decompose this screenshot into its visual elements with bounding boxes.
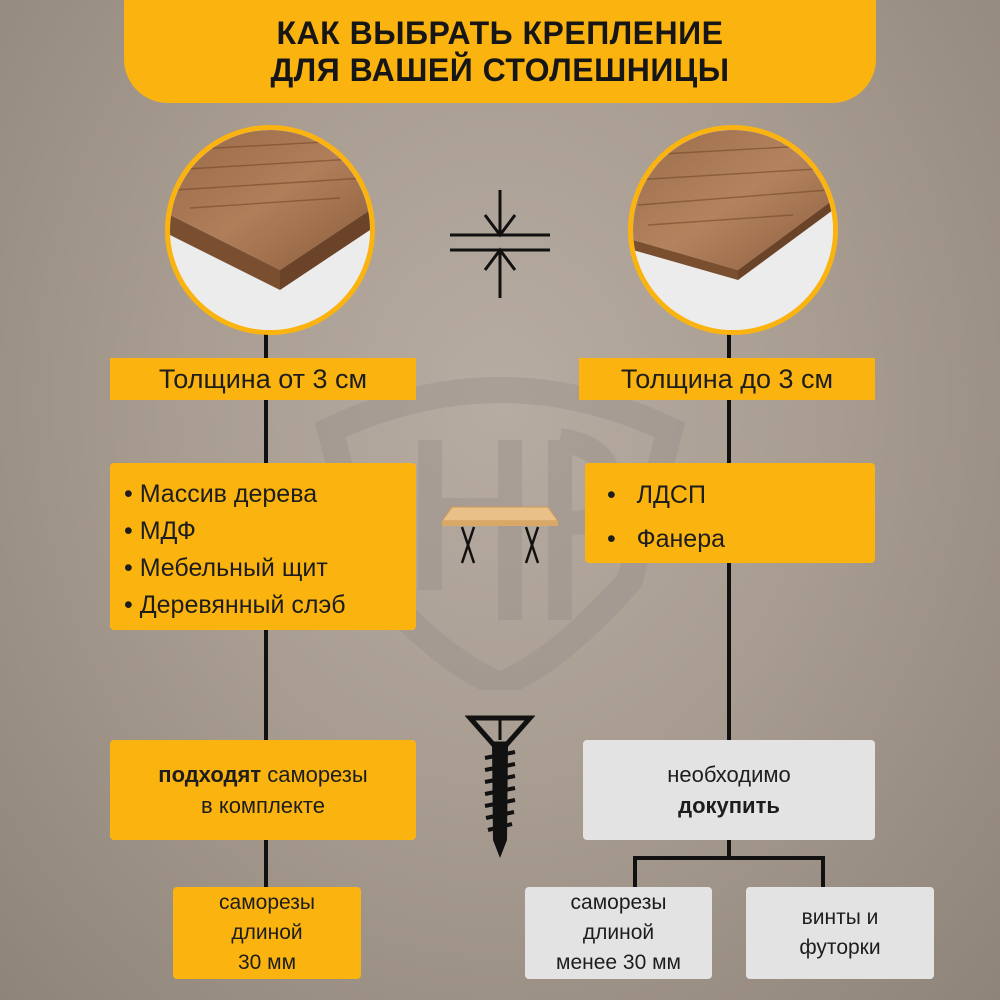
material-label: Массив дерева (139, 480, 318, 508)
title-line-2: ДЛЯ ВАШЕЙ СТОЛЕШНИЦЫ (270, 51, 730, 88)
title-line-1: КАК ВЫБРАТЬ КРЕПЛЕНИЕ (276, 14, 724, 51)
left-thickness-label: Толщина от 3 см (110, 358, 416, 400)
need-text: необходимо (667, 762, 791, 787)
right-option-screws-box: саморезы длиной менее 30 мм (525, 887, 712, 979)
page-title: КАК ВЫБРАТЬ КРЕПЛЕНИЕ ДЛЯ ВАШЕЙ СТОЛЕШНИ… (124, 0, 876, 103)
option1-line-3: менее 30 мм (556, 951, 681, 974)
right-option-bolts-box: винты и футорки (746, 887, 934, 979)
option2-line-2: футорки (799, 936, 881, 959)
material-label: ЛДСП (636, 481, 706, 509)
thick-countertop-image (165, 125, 375, 335)
fit-text: саморезы (261, 762, 368, 787)
left-screws-box: саморезы длиной 30 мм (173, 887, 361, 979)
right-need-box: необходимо докупить (583, 740, 875, 840)
thickness-icon (450, 190, 550, 298)
screw-icon (465, 715, 535, 858)
fit-bold-text: подходят (158, 762, 262, 787)
right-materials-box: • ЛДСП • Фанера (585, 463, 875, 563)
material-label: МДФ (139, 517, 196, 545)
table-icon (441, 506, 559, 564)
option1-line-1: саморезы (570, 891, 667, 914)
list-item: • Массив дерева (124, 480, 318, 508)
thin-countertop-image (628, 125, 838, 335)
material-label: Деревянный слэб (139, 591, 346, 619)
left-materials-box: • Массив дерева • МДФ • Мебельный щит • … (110, 463, 416, 630)
right-thickness-label: Толщина до 3 см (579, 358, 875, 400)
screws-line-1: саморезы (219, 891, 315, 914)
option2-line-1: винты и (801, 906, 879, 929)
material-label: Мебельный щит (139, 554, 328, 582)
left-fit-box: подходят саморезы в комплекте (110, 740, 416, 840)
list-item: • ЛДСП (607, 481, 706, 509)
list-item: • Мебельный щит (124, 554, 328, 582)
right-connector-line (727, 330, 731, 860)
list-item: • МДФ (124, 517, 196, 545)
list-item: • Деревянный слэб (124, 591, 346, 619)
screws-line-3: 30 мм (237, 951, 297, 974)
branch-connector (633, 856, 825, 890)
need-bold-text: докупить (678, 793, 780, 818)
screws-line-2: длиной (231, 921, 303, 944)
list-item: • Фанера (607, 525, 726, 553)
material-label: Фанера (636, 525, 726, 553)
fit-text-line2: в комплекте (201, 793, 325, 818)
option1-line-2: длиной (582, 921, 655, 944)
